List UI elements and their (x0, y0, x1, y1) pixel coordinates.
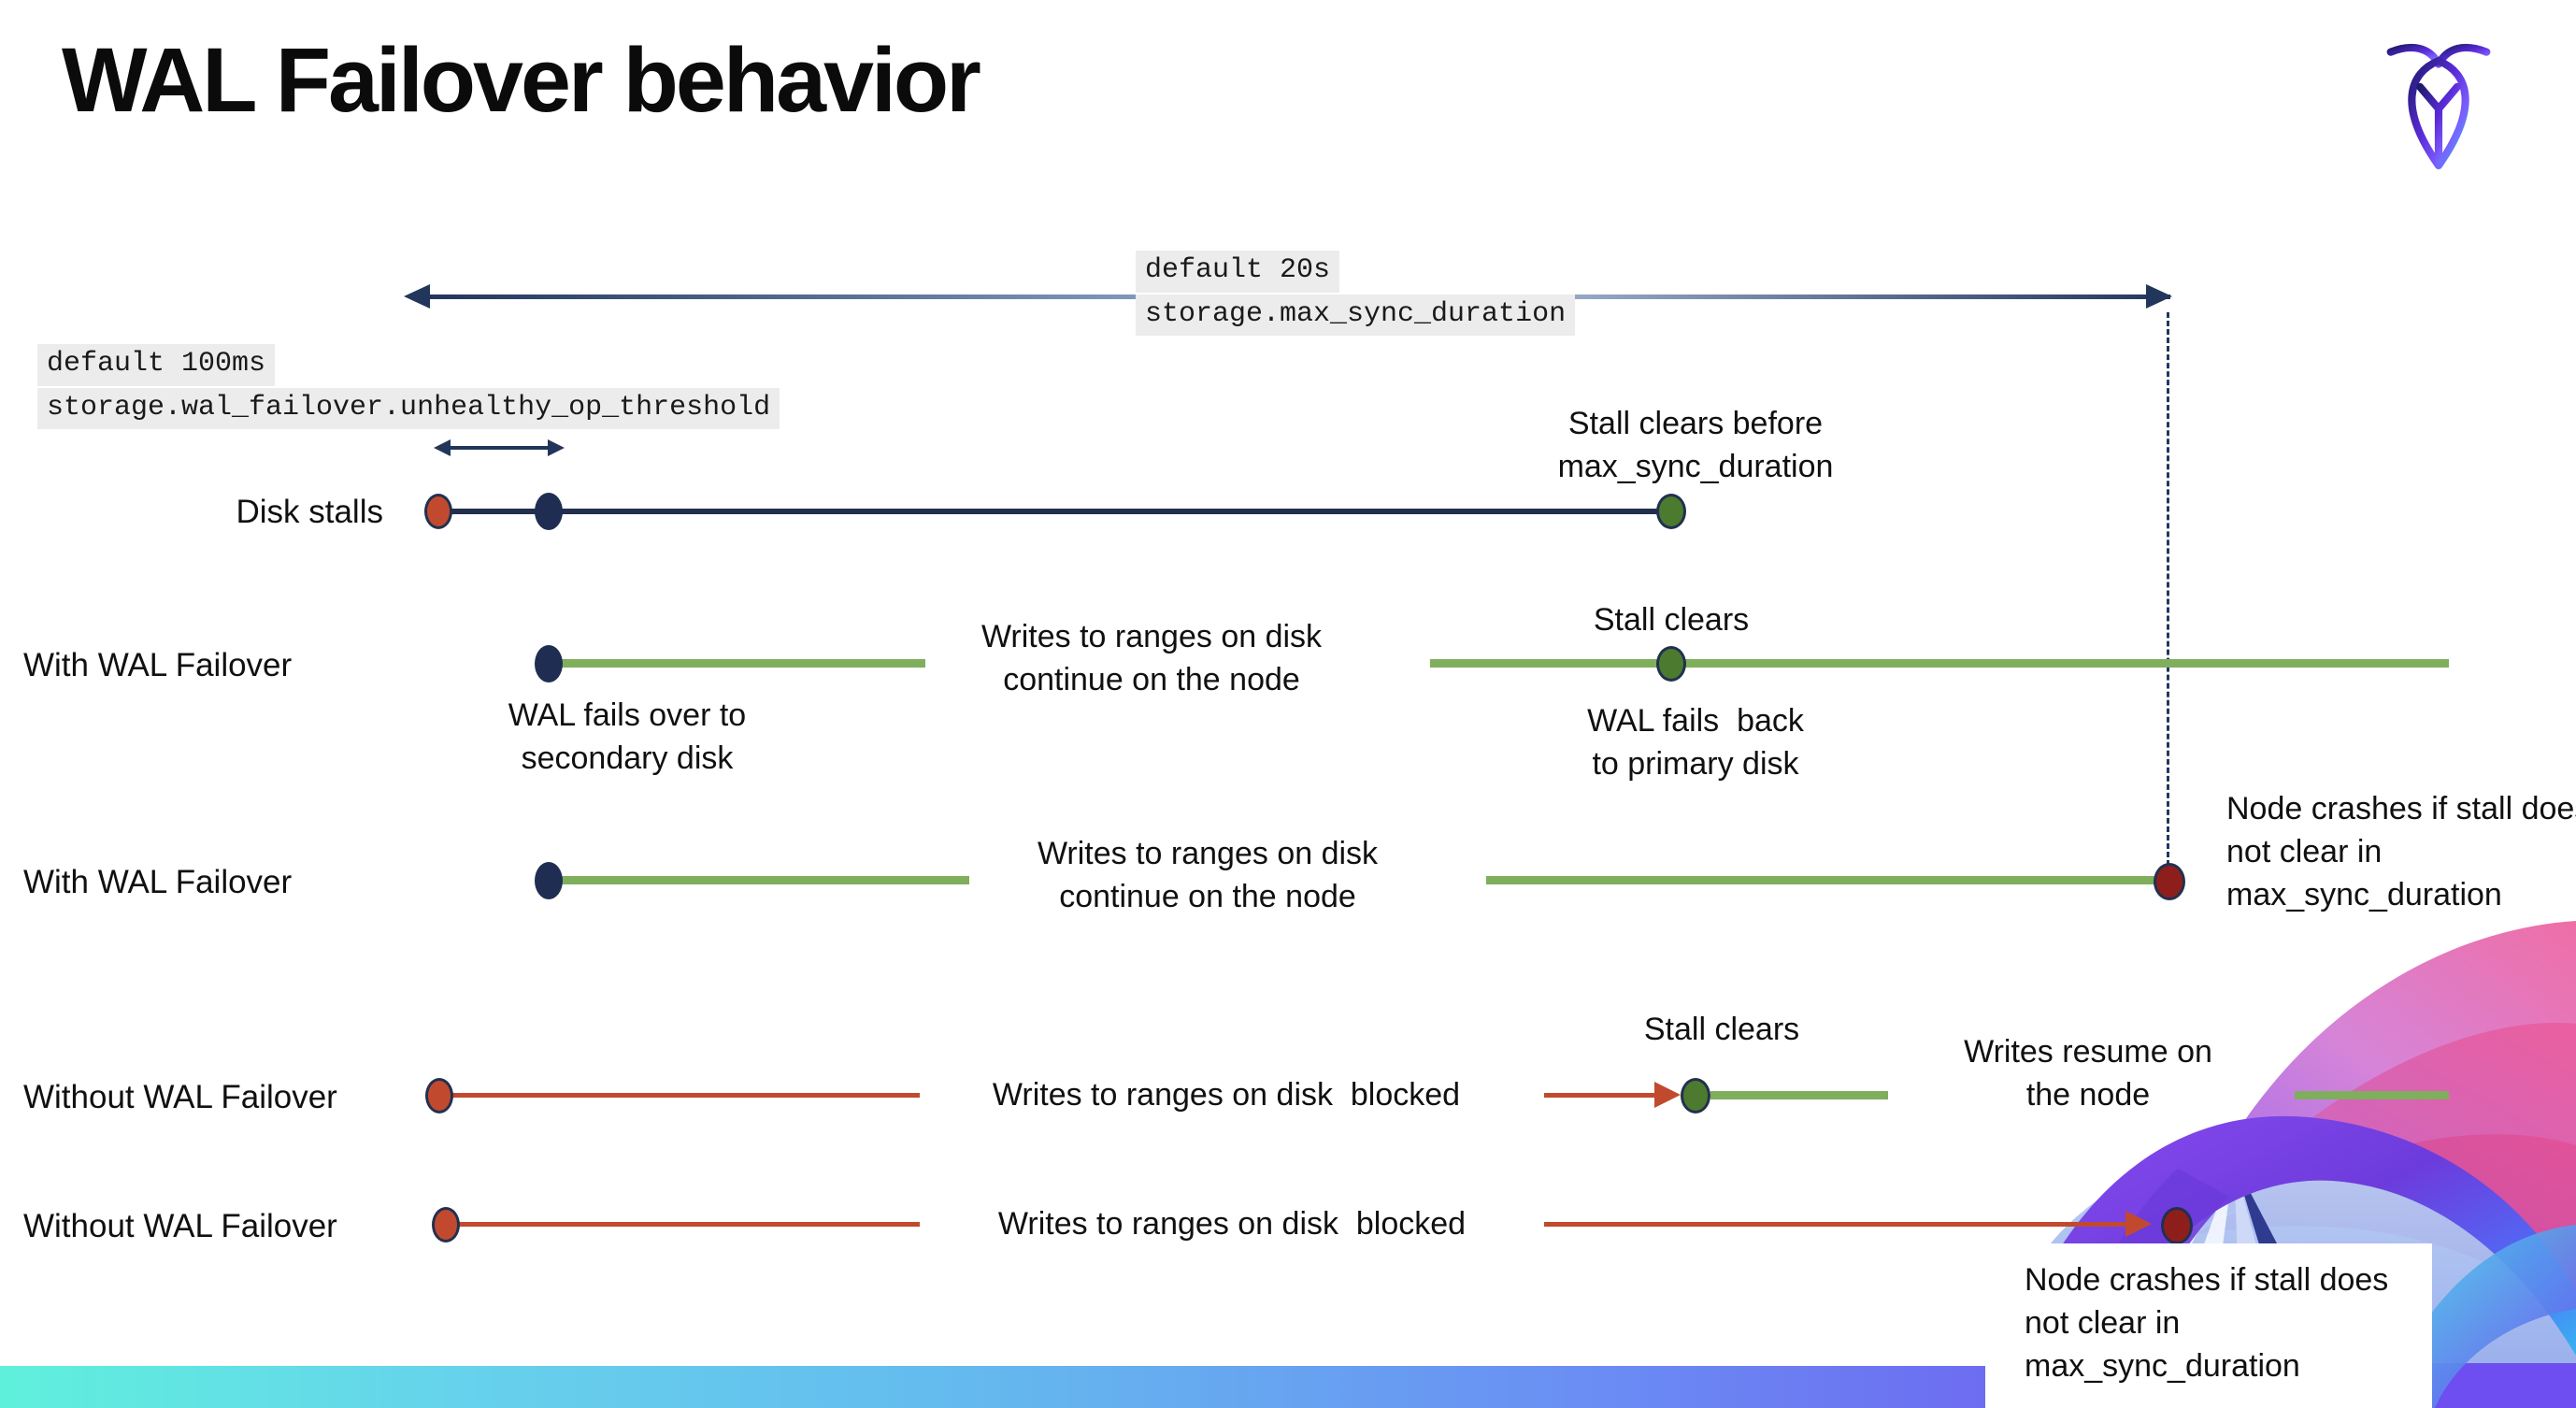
writes-blocked-line-2b (1544, 1222, 2133, 1227)
node-crash-dot-2 (2161, 1207, 2193, 1244)
annotation-stall-clears-before: Stall clears before max_sync_duration (1557, 406, 1834, 485)
stall-start-dot-2 (425, 1078, 453, 1113)
annotation-wal-fails-over: WAL fails over to secondary disk (508, 697, 755, 777)
stall-clears-dot-2 (1681, 1078, 1710, 1113)
disk-stall-timeline-line (438, 509, 1671, 514)
writes-continue-line-1b (1430, 659, 2449, 668)
stall-start-dot (424, 494, 452, 529)
callout-threshold-line1: default 100ms (37, 344, 276, 386)
threshold-arrowhead-left-icon (434, 439, 451, 456)
annotation-writes-continue-2: Writes to ranges on disk continue on the… (1037, 836, 1387, 915)
row-label-without-wal-failover-2: Without WAL Failover (23, 1208, 337, 1244)
writes-blocked-line-1b (1544, 1093, 1666, 1098)
writes-continue-line-1a (561, 659, 925, 668)
annotation-node-crashes-2: Node crashes if stall does not clear in … (2025, 1262, 2397, 1385)
annotation-wal-fails-back: WAL fails back to primary disk (1587, 703, 1813, 783)
stall-start-dot-3 (432, 1207, 460, 1243)
callout-unhealthy-op-threshold: default 100ms storage.wal_failover.unhea… (37, 344, 780, 431)
annotation-writes-blocked-1: Writes to ranges on disk blocked (992, 1077, 1461, 1113)
row-label-without-wal-failover-1: Without WAL Failover (23, 1079, 337, 1115)
arrowhead-right-icon (2146, 284, 2172, 309)
wal-failover-dot-2 (535, 862, 563, 899)
blocked-arrowhead-icon-2 (2125, 1211, 2152, 1237)
node-crash-callout-box: Node crashes if stall does not clear in … (1985, 1243, 2432, 1408)
page-title: WAL Failover behavior (62, 29, 981, 131)
stall-clears-dot (1656, 494, 1686, 529)
blocked-arrowhead-icon-1 (1654, 1082, 1681, 1108)
annotation-stall-clears-2: Stall clears (1643, 1012, 1800, 1047)
annotation-writes-blocked-2: Writes to ranges on disk blocked (997, 1206, 1467, 1242)
writes-continue-line-2b (1486, 876, 2168, 884)
annotation-writes-continue-1: Writes to ranges on disk continue on the… (980, 619, 1331, 698)
row-label-disk-stalls: Disk stalls (236, 494, 383, 530)
threshold-range-arrow-line (451, 446, 548, 450)
node-crash-dot-1 (2154, 863, 2185, 900)
writes-blocked-line-2a (447, 1222, 920, 1227)
writes-blocked-line-1a (439, 1093, 920, 1098)
arrowhead-left-icon (404, 284, 430, 309)
max-sync-deadline-dashed-line (2167, 312, 2169, 866)
annotation-writes-resume: Writes resume on the node (1964, 1034, 2222, 1113)
callout-max-sync-duration: default 20s storage.max_sync_duration (1136, 251, 1576, 338)
cockroach-logo-icon (2386, 43, 2491, 170)
failback-stall-clears-dot (1656, 646, 1686, 682)
writes-continue-line-2a (561, 876, 969, 884)
annotation-stall-clears-1: Stall clears (1593, 602, 1750, 638)
threshold-arrowhead-right-icon (548, 439, 565, 456)
writes-resume-line-b (2295, 1091, 2449, 1099)
annotation-node-crashes-1: Node crashes if stall does not clear in … (2226, 791, 2576, 913)
callout-max-sync-line1: default 20s (1136, 251, 1340, 293)
wal-failover-dot-1 (535, 645, 563, 682)
callout-threshold-line2: storage.wal_failover.unhealthy_op_thresh… (37, 387, 780, 429)
row-label-with-wal-failover-2: With WAL Failover (23, 864, 293, 900)
writes-resume-line-a (1710, 1091, 1888, 1099)
callout-max-sync-line2: storage.max_sync_duration (1136, 294, 1576, 336)
failover-threshold-dot (535, 493, 563, 530)
row-label-with-wal-failover-1: With WAL Failover (23, 647, 293, 683)
